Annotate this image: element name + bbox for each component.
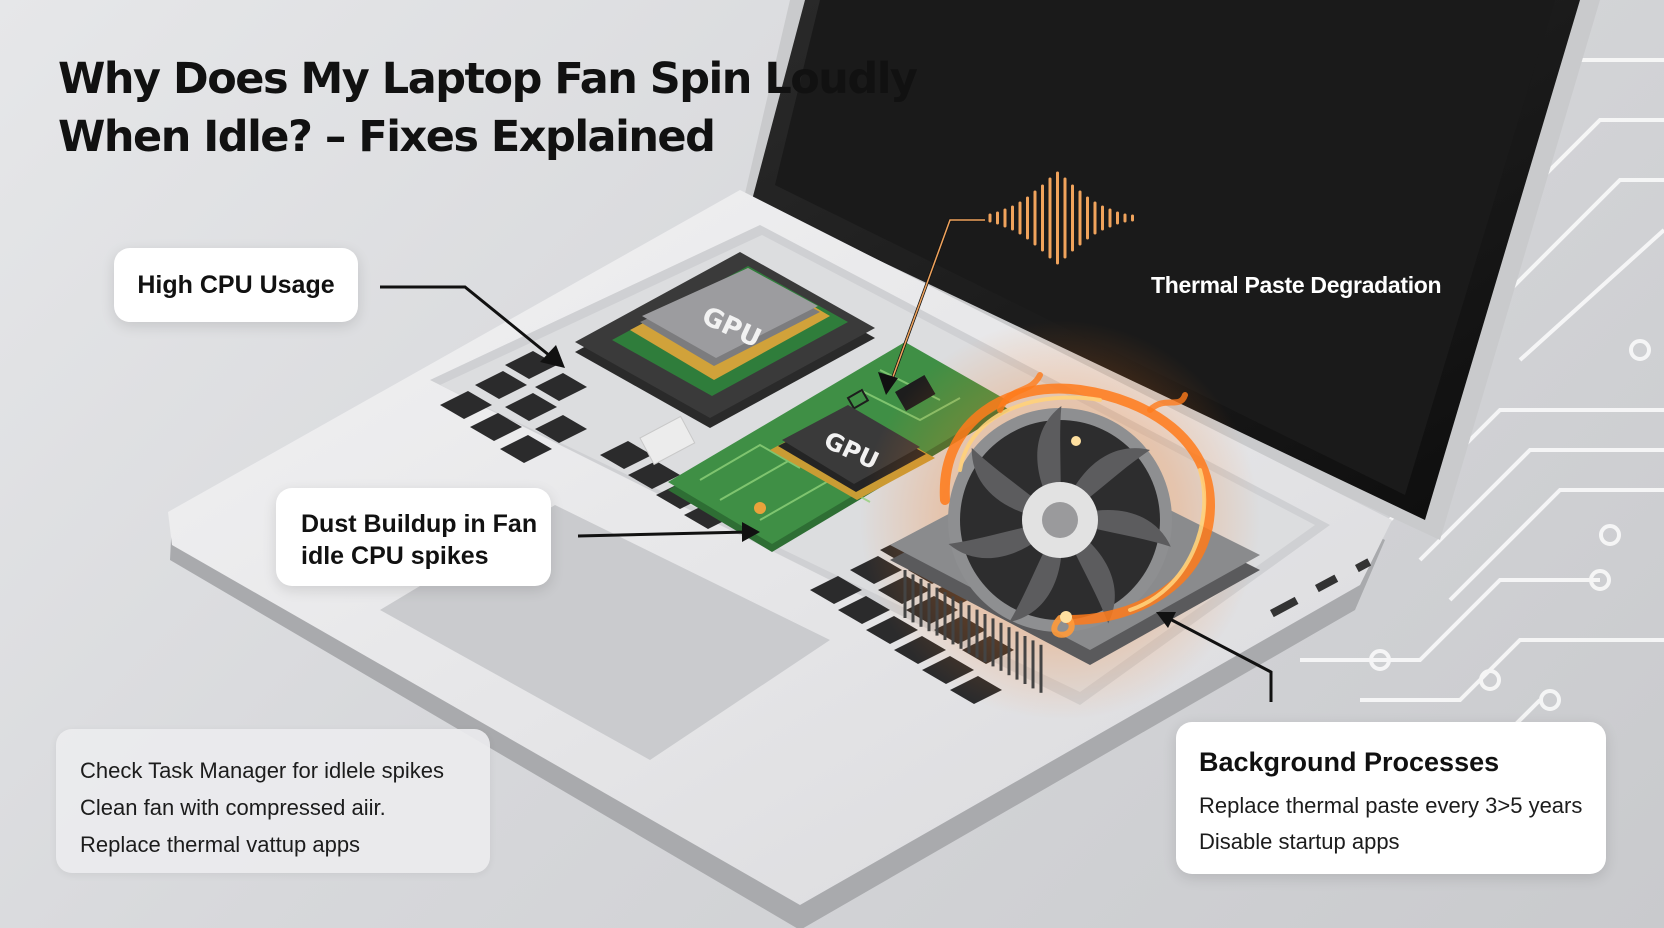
key: [500, 435, 552, 463]
background-line: Disable startup apps: [1199, 829, 1400, 854]
title-line-2: When Idle? – Fixes Explained: [58, 112, 716, 162]
fan-assembly: [860, 320, 1260, 720]
tip-item: Clean fan with compressed aiir.: [80, 795, 386, 820]
arrow-background: [1167, 616, 1273, 702]
key: [600, 441, 652, 469]
dust-line-1: Dust Buildup in Fan: [301, 510, 538, 538]
callout-high-cpu-usage: High CPU Usage: [114, 248, 358, 322]
dust-line-2: idle CPU spikes: [301, 542, 489, 570]
callout-cpu-label: High CPU Usage: [137, 271, 335, 299]
key: [475, 371, 527, 399]
callout-thermal-paste: Thermal Paste Degradation: [1151, 272, 1442, 298]
title-line-1: Why Does My Laptop Fan Spin Loudly: [58, 54, 918, 104]
key: [535, 415, 587, 443]
key: [628, 461, 680, 489]
key: [440, 391, 492, 419]
callout-dust-buildup: Dust Buildup in Fan idle CPU spikes: [276, 488, 551, 586]
arrow-cpu: [380, 285, 556, 362]
flame-icon: [939, 372, 1216, 638]
background-processes-panel: Background Processes Replace thermal pas…: [1176, 722, 1606, 874]
background-heading: Background Processes: [1199, 747, 1500, 777]
key: [838, 596, 890, 624]
usb-port: [1270, 596, 1299, 618]
arrow-dust: [577, 530, 749, 538]
key: [505, 393, 557, 421]
connector-block: [639, 415, 696, 466]
annotation-arrows: [380, 218, 1273, 702]
tips-panel: Check Task Manager for idlele spikes Cle…: [56, 729, 490, 873]
key: [535, 373, 587, 401]
sound-wave-icon: [988, 171, 1134, 265]
laptop-lid: [740, 0, 1600, 540]
key: [810, 576, 862, 604]
key: [470, 413, 522, 441]
background-line: Replace thermal paste every 3>5 years: [1199, 793, 1583, 818]
page-title: Why Does My Laptop Fan Spin Loudly When …: [58, 50, 918, 166]
usb-port: [1315, 574, 1339, 593]
gpu-chip-upper: [575, 252, 875, 428]
tip-item: Replace thermal vattup apps: [80, 832, 361, 857]
tip-item: Check Task Manager for idlele spikes: [80, 758, 444, 783]
usb-port: [1355, 558, 1372, 573]
